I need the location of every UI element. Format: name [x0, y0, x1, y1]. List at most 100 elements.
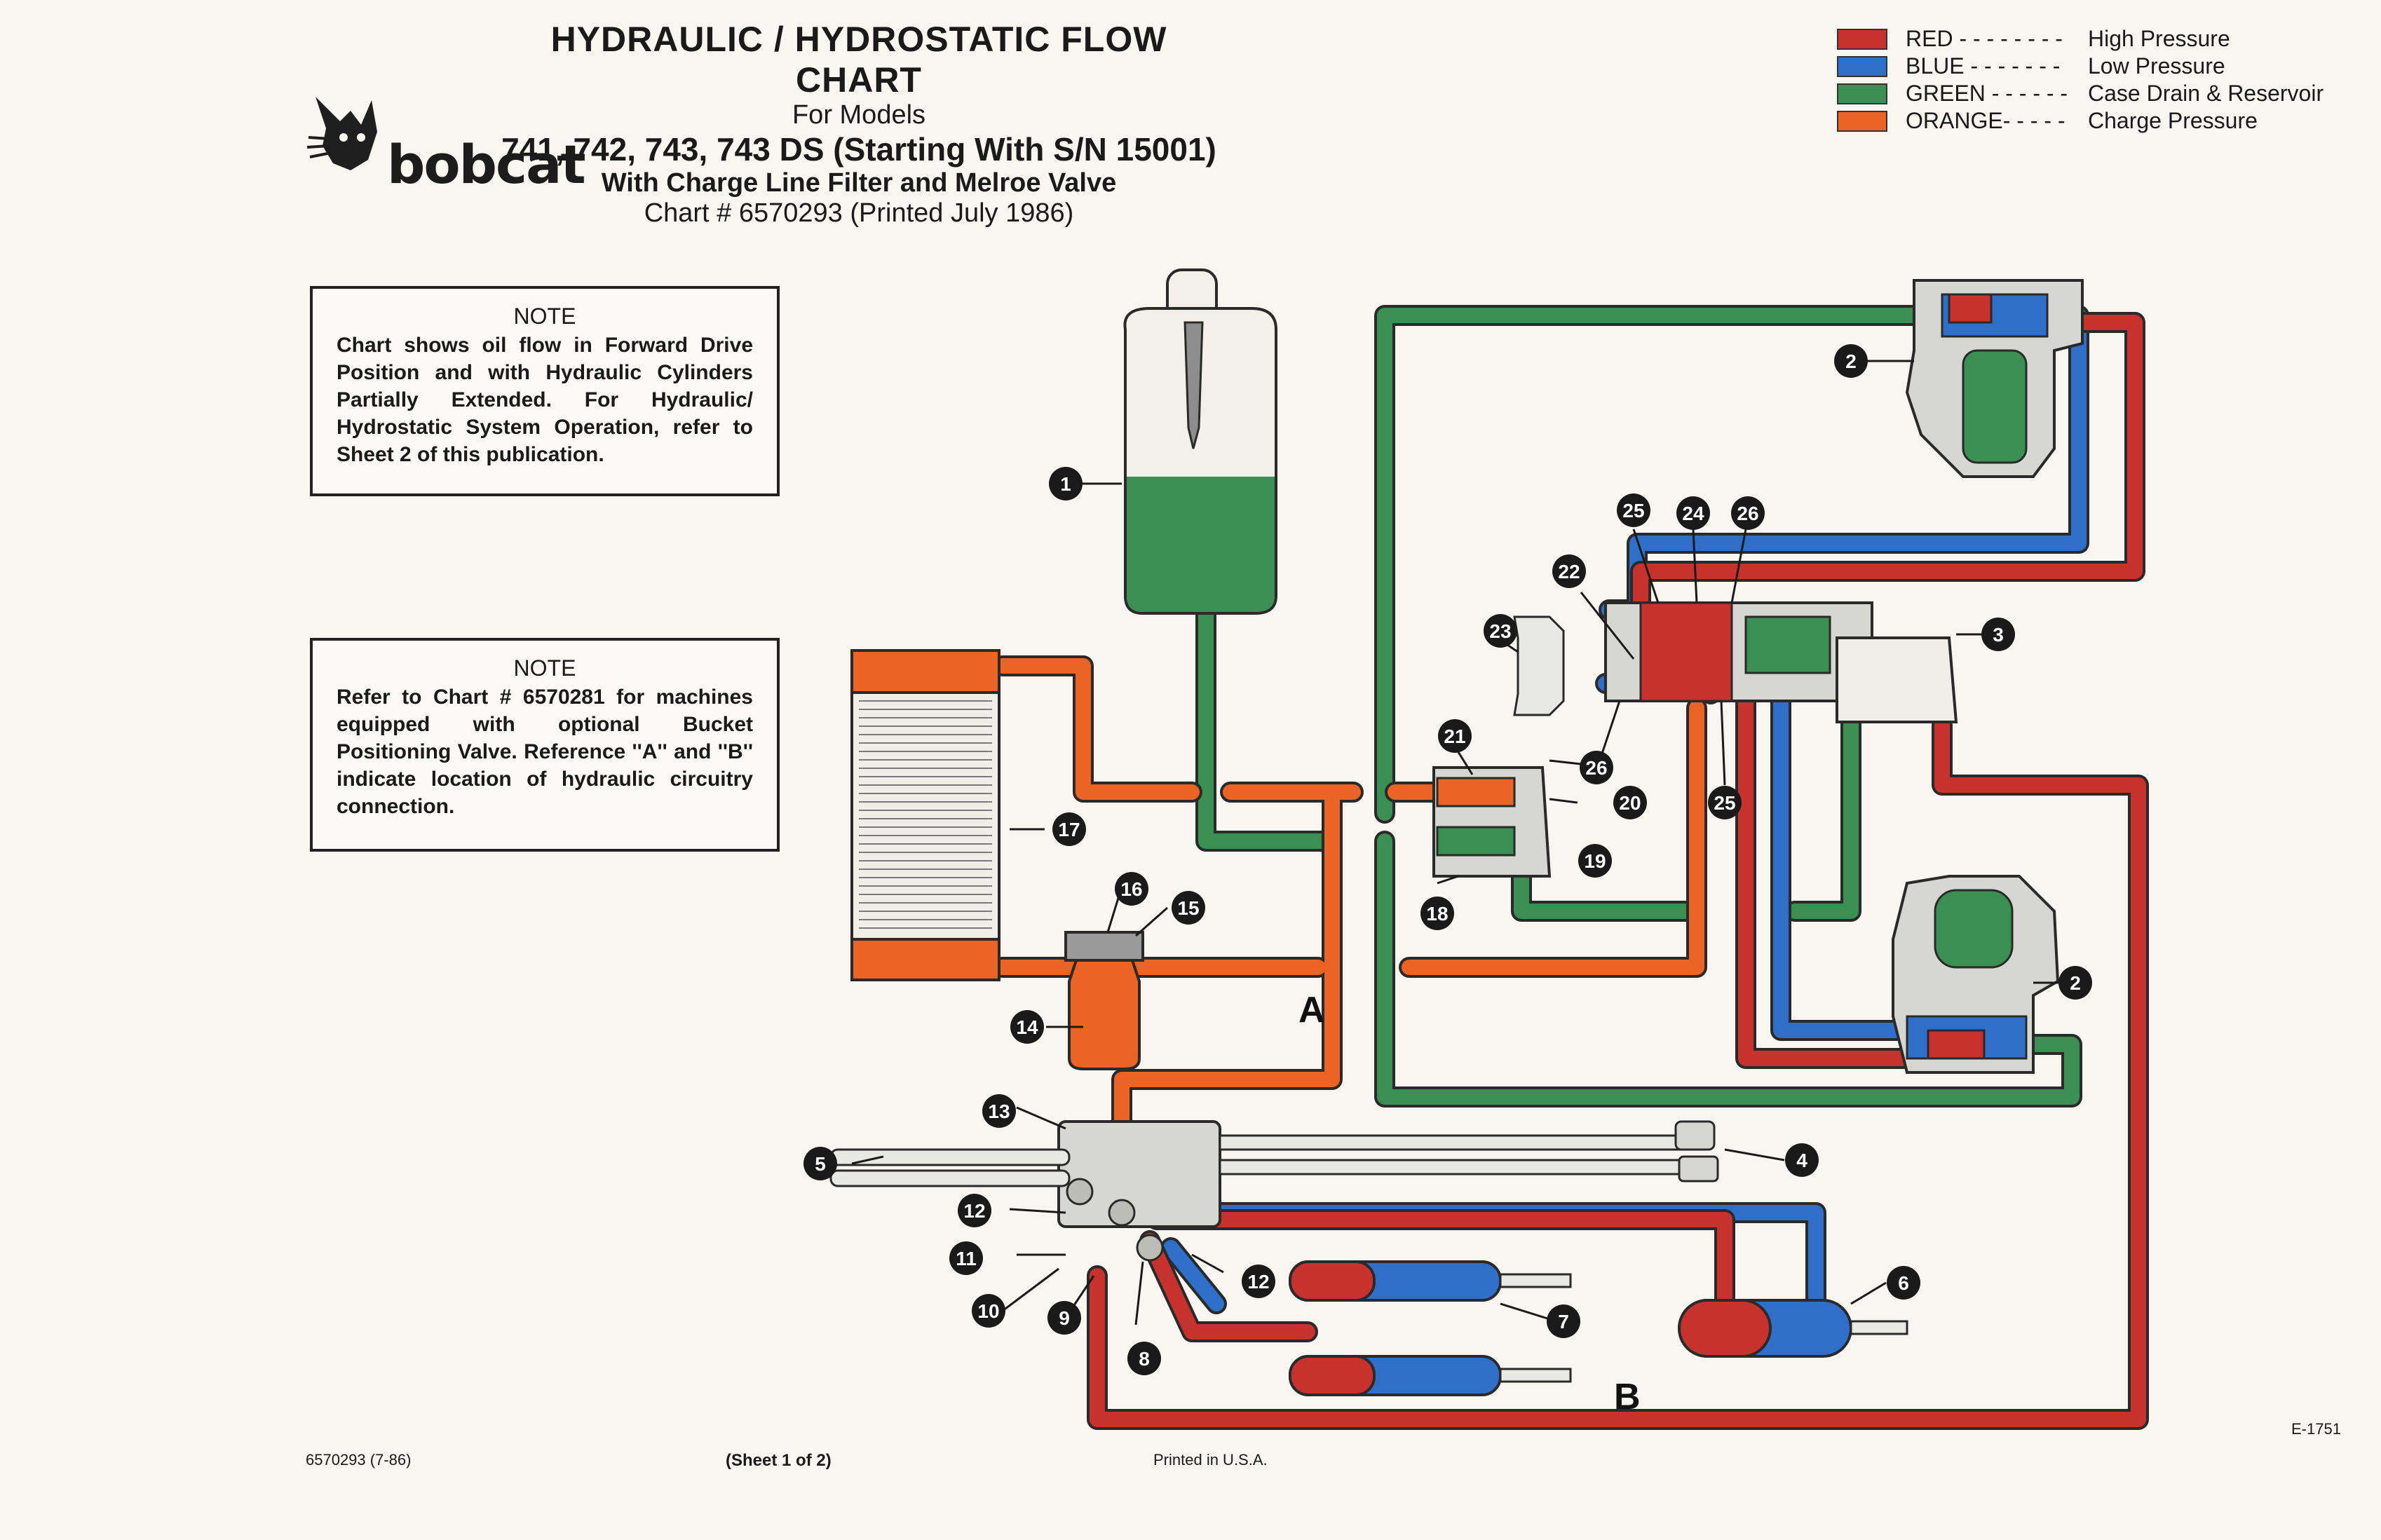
lift-cylinders: [1289, 1260, 1572, 1396]
callout-21: 21: [1438, 719, 1472, 753]
callout-16: 16: [1115, 872, 1148, 906]
note-text: Refer to Chart # 6570281 for machines eq…: [337, 686, 753, 818]
svg-text:15: 15: [1177, 897, 1199, 919]
svg-text:26: 26: [1737, 503, 1758, 524]
callout-3: 3: [1981, 618, 2015, 651]
svg-text:1: 1: [1060, 473, 1071, 495]
legend-meaning: Case Drain & Reservoir: [2088, 81, 2324, 106]
callout-26-bottom: 26: [1580, 751, 1613, 784]
svg-text:11: 11: [956, 1248, 977, 1269]
legend-row-blue: BLUE - - - - - - - Low Pressure: [1837, 53, 2324, 80]
svg-text:2: 2: [1845, 350, 1857, 372]
svg-text:22: 22: [1558, 561, 1580, 582]
legend-color-name: RED - - - - - - - -: [1906, 26, 2063, 51]
note-title: NOTE: [513, 304, 576, 329]
callout-19: 19: [1578, 844, 1612, 878]
color-legend: RED - - - - - - - - High Pressure BLUE -…: [1837, 25, 2324, 135]
svg-text:8: 8: [1139, 1348, 1150, 1370]
note-bucket-positioning: NOTE Refer to Chart # 6570281 for machin…: [310, 638, 780, 852]
callout-20: 20: [1613, 786, 1647, 819]
chart-title: HYDRAULIC / HYDROSTATIC FLOW CHART: [550, 20, 1167, 100]
callout-group: 1 2 2 3 4 5 6 7 8 9 10 11 12 12 13 14 15…: [803, 344, 2092, 1375]
hydraulic-reservoir: [1123, 268, 1277, 615]
svg-text:2: 2: [2070, 972, 2081, 994]
svg-text:10: 10: [977, 1300, 999, 1322]
callout-25-bottom: 25: [1708, 786, 1742, 819]
legend-color-name: ORANGE- - - - -: [1906, 108, 2065, 133]
legend-meaning: High Pressure: [2088, 26, 2230, 51]
callout-18: 18: [1420, 897, 1454, 930]
legend-row-green: GREEN - - - - - - Case Drain & Reservoir: [1837, 80, 2324, 107]
hydrostatic-pump-lower: [1892, 875, 2060, 1074]
svg-text:20: 20: [1619, 792, 1641, 814]
callout-17: 17: [1052, 812, 1086, 846]
callout-5: 5: [803, 1147, 837, 1180]
footer-code: E-1751: [2291, 1420, 2341, 1438]
footer-part-number: 6570293 (7-86): [306, 1451, 412, 1469]
svg-text:25: 25: [1714, 792, 1735, 814]
charge-filter: [1064, 931, 1144, 1070]
callout-9: 9: [1047, 1301, 1081, 1335]
svg-text:4: 4: [1796, 1150, 1807, 1171]
callout-7: 7: [1547, 1304, 1580, 1338]
reference-b: B: [1614, 1377, 1641, 1417]
callout-12-right: 12: [1242, 1265, 1275, 1298]
svg-text:21: 21: [1444, 725, 1465, 747]
charge-pump-assembly: [1513, 601, 1958, 723]
bobcat-logo-text: bobcat: [387, 133, 586, 196]
legend-row-orange: ORANGE- - - - - Charge Pressure: [1837, 107, 2324, 135]
callout-1: 1: [1049, 467, 1083, 500]
callout-12-left: 12: [958, 1194, 991, 1227]
callout-10: 10: [972, 1294, 1005, 1328]
svg-text:26: 26: [1585, 757, 1607, 779]
control-valve: [829, 1120, 1684, 1262]
note-text: Chart shows oil flow in Forward Drive Po…: [337, 334, 753, 466]
callout-24: 24: [1676, 496, 1710, 530]
svg-text:25: 25: [1622, 500, 1644, 522]
legend-swatch-orange: [1837, 110, 1887, 132]
svg-text:5: 5: [815, 1153, 826, 1175]
callout-2-upper: 2: [1834, 344, 1868, 378]
quick-couplers: [1674, 1120, 1719, 1183]
svg-text:19: 19: [1584, 850, 1606, 872]
for-models-label: For Models: [792, 100, 926, 130]
legend-swatch-blue: [1837, 55, 1887, 77]
tilt-cylinder: [1678, 1299, 1908, 1358]
svg-text:3: 3: [1993, 624, 2004, 646]
chart-header: HYDRAULIC / HYDROSTATIC FLOW CHART For M…: [491, 20, 1227, 229]
svg-text:7: 7: [1558, 1311, 1569, 1333]
note-title: NOTE: [513, 655, 576, 681]
legend-swatch-red: [1837, 28, 1887, 50]
legend-color-name: BLUE - - - - - - -: [1906, 53, 2061, 79]
callout-14: 14: [1010, 1010, 1044, 1044]
callout-23: 23: [1484, 614, 1517, 648]
legend-swatch-green: [1837, 83, 1887, 104]
svg-text:12: 12: [963, 1200, 985, 1222]
callout-25-top: 25: [1617, 493, 1650, 527]
svg-text:6: 6: [1898, 1272, 1909, 1294]
legend-row-red: RED - - - - - - - - High Pressure: [1837, 25, 2324, 53]
svg-text:23: 23: [1489, 620, 1511, 642]
svg-text:13: 13: [988, 1101, 1010, 1122]
callout-26-top: 26: [1731, 496, 1765, 530]
callout-11: 11: [949, 1241, 983, 1275]
svg-text:14: 14: [1016, 1016, 1038, 1038]
callout-2-lower: 2: [2058, 966, 2092, 1000]
svg-text:9: 9: [1059, 1307, 1070, 1329]
models-list: 741, 742, 743, 743 DS (Starting With S/N…: [501, 130, 1216, 168]
callout-8: 8: [1127, 1342, 1161, 1375]
footer-sheet: (Sheet 1 of 2): [726, 1451, 832, 1470]
oil-cooler: [850, 649, 1000, 981]
callout-4: 4: [1785, 1143, 1819, 1177]
legend-color-name: GREEN - - - - - -: [1906, 81, 2068, 106]
melroe-valve: [1432, 766, 1552, 878]
chart-number: Chart # 6570293 (Printed July 1986): [644, 198, 1074, 229]
callout-13: 13: [982, 1094, 1016, 1128]
reference-a: A: [1298, 990, 1325, 1030]
svg-text:24: 24: [1682, 503, 1704, 524]
filter-valve-subtitle: With Charge Line Filter and Melroe Valve: [601, 168, 1117, 198]
callout-15: 15: [1172, 891, 1205, 925]
note-forward-drive: NOTE Chart shows oil flow in Forward Dri…: [310, 286, 780, 496]
footer-printed: Printed in U.S.A.: [1153, 1451, 1268, 1469]
